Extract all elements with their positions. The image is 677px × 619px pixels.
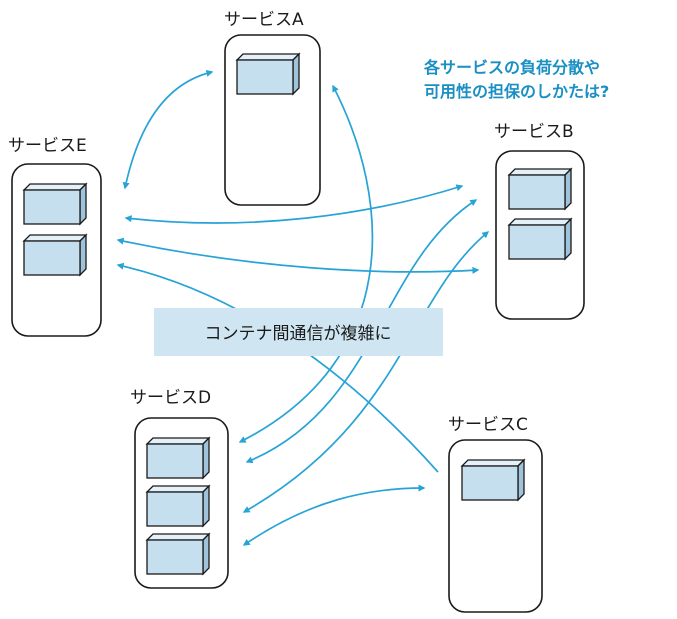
container-b-1 — [507, 167, 573, 211]
banner-background — [154, 308, 443, 356]
question-line-1: 各サービスの負荷分散や — [423, 58, 600, 77]
container-d-1 — [145, 436, 211, 480]
arrow-e-b-2 — [116, 237, 480, 274]
container-d-3 — [145, 532, 211, 576]
container-e-1 — [22, 182, 88, 226]
arrow-b-d-2 — [242, 231, 490, 513]
service-e-label: サービスE — [8, 136, 87, 156]
arrow-d-c — [242, 484, 426, 546]
banner-text: コンテナ間通信が複雑に — [205, 324, 392, 344]
service-b-label: サービスB — [494, 122, 574, 142]
container-b-2 — [507, 217, 573, 261]
arrow-e-a — [122, 69, 214, 190]
service-d-label: サービスD — [130, 388, 211, 408]
container-d-2 — [145, 484, 211, 528]
container-a-1 — [235, 52, 301, 96]
service-a-label: サービスA — [224, 10, 304, 30]
container-e-2 — [22, 233, 88, 277]
service-c-label: サービスC — [448, 415, 528, 435]
question-line-2: 可用性の担保のしかたは? — [424, 82, 609, 101]
container-c-1 — [460, 458, 526, 502]
